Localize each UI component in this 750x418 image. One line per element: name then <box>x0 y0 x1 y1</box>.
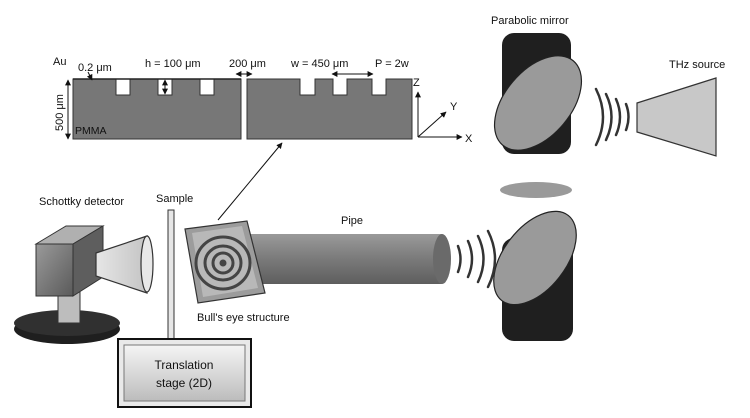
zoom-pointer-arrow <box>217 142 283 221</box>
detector-horn <box>95 235 148 294</box>
bulls-eye-ring-outer <box>194 235 252 291</box>
pipe-body <box>236 234 442 284</box>
pmma-label: PMMA <box>75 125 107 137</box>
sample-label: Sample <box>156 193 193 205</box>
y-axis-label: Y <box>450 101 458 113</box>
grating-right-block <box>246 78 413 140</box>
beam-spot <box>500 182 572 198</box>
substrate-thickness-label: 500 μm <box>54 94 66 131</box>
bulls-eye-label: Bull's eye structure <box>197 312 290 324</box>
au-thickness-arrow <box>86 71 93 81</box>
w-label: w = 450 μm <box>290 58 348 70</box>
detector-box-front <box>35 243 74 297</box>
bulls-eye-structure <box>184 220 266 304</box>
translation-stage-label-line1: Translation <box>155 358 214 372</box>
parabolic-mirror-label: Parabolic mirror <box>491 15 569 27</box>
schottky-detector <box>14 225 154 344</box>
translation-stage <box>117 338 252 408</box>
detector-horn-aperture <box>140 235 154 293</box>
sample-slide <box>167 209 175 344</box>
z-axis-label: Z <box>413 77 420 89</box>
au-thickness-label: 0.2 μm <box>78 62 112 74</box>
pipe <box>236 234 451 284</box>
lower-parabolic-mirror <box>493 210 577 341</box>
translation-stage-panel <box>123 344 246 402</box>
grating-cross-section <box>72 78 413 140</box>
pipe-label: Pipe <box>341 215 363 227</box>
bulls-eye-ring-middle <box>203 244 243 282</box>
thz-source-horn <box>636 77 717 157</box>
coordinate-axes <box>415 91 463 140</box>
x-axis-label: X <box>465 133 473 145</box>
pipe-end-cap <box>433 234 451 284</box>
bulls-eye-ring-inner <box>211 251 235 275</box>
lower-mirror-surface <box>493 210 577 306</box>
thz-emission-waves <box>594 87 630 147</box>
bulls-eye-center <box>219 259 227 267</box>
schottky-detector-label: Schottky detector <box>39 196 124 208</box>
thz-source-label: THz source <box>669 59 725 71</box>
au-label: Au <box>53 56 66 68</box>
translation-stage-label-line2: stage (2D) <box>156 376 212 390</box>
upper-parabolic-mirror <box>493 33 583 154</box>
period-label: P = 2w <box>375 58 409 70</box>
pipe-waves <box>456 229 497 289</box>
h-label: h = 100 μm <box>145 58 201 70</box>
y-axis <box>417 111 447 138</box>
upper-mirror-surface <box>493 55 583 151</box>
gap-label: 200 μm <box>229 58 266 70</box>
